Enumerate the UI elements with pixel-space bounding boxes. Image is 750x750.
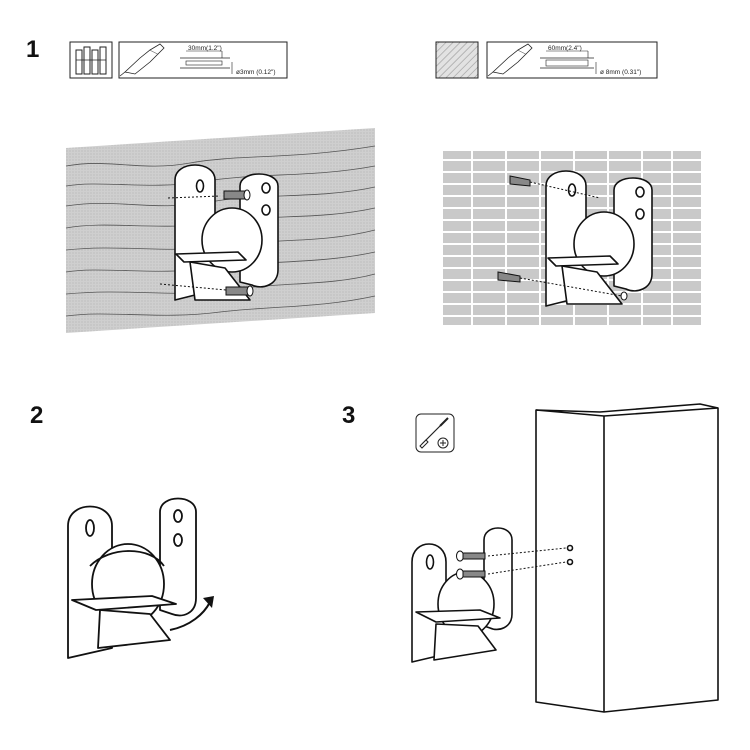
mount-screws <box>456 547 567 580</box>
wall-bracket-wood <box>174 164 279 301</box>
brick-wall-icon <box>435 41 479 79</box>
wood-wall-icon <box>69 41 113 79</box>
step-3-number: 3 <box>342 402 356 429</box>
screws-wood <box>159 189 254 297</box>
bracket-rotation-illustration <box>67 497 197 659</box>
wood-drill-spec-box: 30mm(1.2") ø3mm (0.12") <box>118 41 288 79</box>
brick-diameter-label: ø 8mm (0.31") <box>600 69 641 76</box>
brick-depth-label: 60mm(2.4") <box>548 45 582 52</box>
step-1-number: 1 <box>26 36 40 63</box>
wood-depth-label: 30mm(1.2") <box>188 45 222 52</box>
wall-bracket-brick <box>545 170 653 307</box>
screwdriver-icon <box>415 413 455 453</box>
wood-diameter-label: ø3mm (0.12") <box>236 69 276 76</box>
anchors-brick <box>497 175 628 301</box>
drill-icon <box>119 43 165 77</box>
rotation-arrow-icon <box>169 596 214 631</box>
drill-icon-2 <box>487 43 533 77</box>
brick-drill-spec-box: 60mm(2.4") ø 8mm (0.31") <box>486 41 658 79</box>
speaker-box <box>535 403 719 713</box>
step-2-number: 2 <box>30 402 44 429</box>
bracket-on-speaker <box>411 527 513 663</box>
